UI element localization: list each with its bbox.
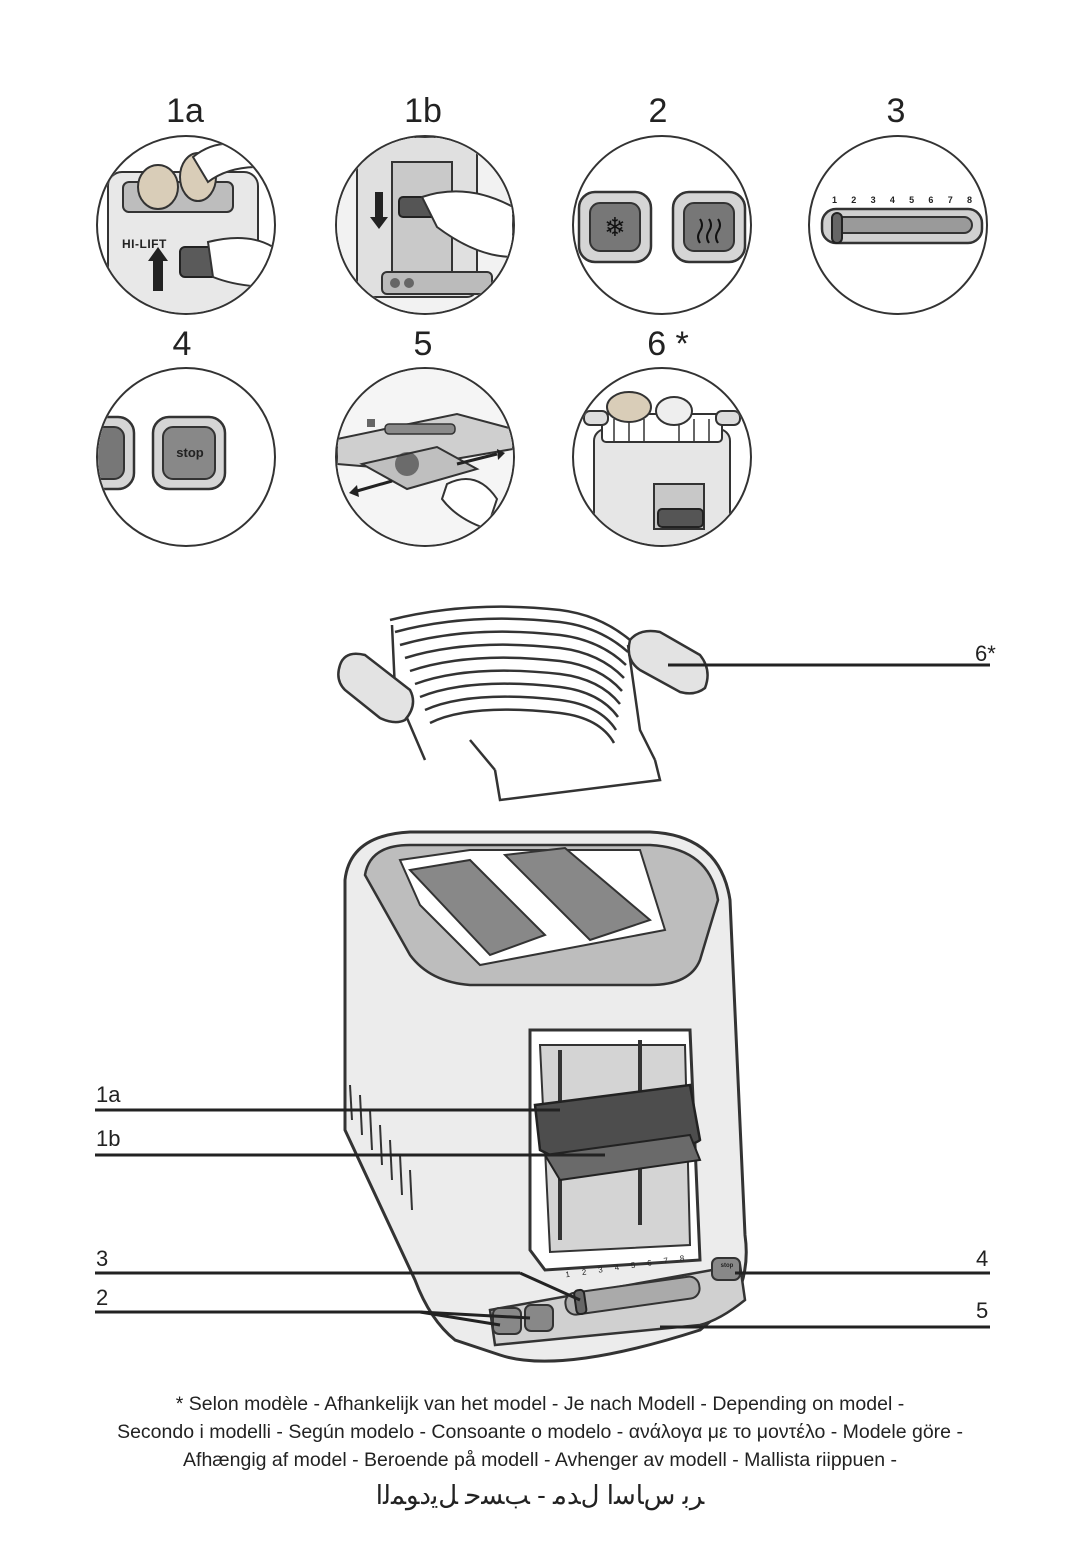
callout-defrost-2: 2 bbox=[96, 1285, 109, 1310]
step-label-1b: 1b bbox=[404, 92, 442, 130]
toaster-body bbox=[343, 830, 748, 1363]
step-4-illustration: stop bbox=[96, 367, 276, 547]
step-label-4: 4 bbox=[172, 325, 192, 363]
step-1a-illustration: HI-LIFT bbox=[96, 135, 276, 315]
callout-tray-5: 5 bbox=[976, 1298, 989, 1323]
footer-line-3: Afhængig af model - Beroende på modell -… bbox=[183, 1449, 897, 1471]
step-label-1a: 1a bbox=[166, 92, 204, 130]
step-5-illustration bbox=[335, 367, 515, 547]
rack-handle-right bbox=[627, 629, 709, 695]
svg-text:❄: ❄ bbox=[604, 213, 626, 243]
step-1b-illustration bbox=[335, 135, 515, 315]
step-label-3: 3 bbox=[886, 92, 906, 130]
footer-line-1: * Selon modèle - Afhankelijk van het mod… bbox=[175, 1393, 905, 1415]
step-label-2: 2 bbox=[648, 92, 668, 130]
callout-rack: 6* bbox=[975, 641, 996, 666]
stop-button-label: stop bbox=[176, 445, 204, 460]
step-label-6: 6 * bbox=[647, 325, 689, 363]
bun-rack bbox=[389, 605, 662, 802]
toaster-stop-label: stop bbox=[720, 1263, 734, 1269]
step-2-illustration: ❄ bbox=[572, 135, 752, 315]
callout-lift-1b: 1b bbox=[96, 1126, 121, 1151]
callout-scale-3: 3 bbox=[96, 1246, 109, 1271]
callout-lift-1a: 1a bbox=[96, 1082, 121, 1107]
step-6-illustration bbox=[572, 367, 752, 547]
step-label-5: 5 bbox=[413, 325, 433, 363]
footer-line-2: Secondo i modelli - Según modelo - Conso… bbox=[117, 1421, 963, 1443]
rack-handle-left bbox=[337, 652, 415, 724]
hi-lift-label: HI-LIFT bbox=[122, 237, 167, 251]
callout-stop-4: 4 bbox=[976, 1246, 989, 1271]
footer-line-arabic: ﺮﺑ ﺱﺎﺳﺍ ﻝﺪﻣ - ﺐﺴﺣ ﻞﻳﺩﻮﻤﻟﺍ bbox=[375, 1480, 705, 1510]
